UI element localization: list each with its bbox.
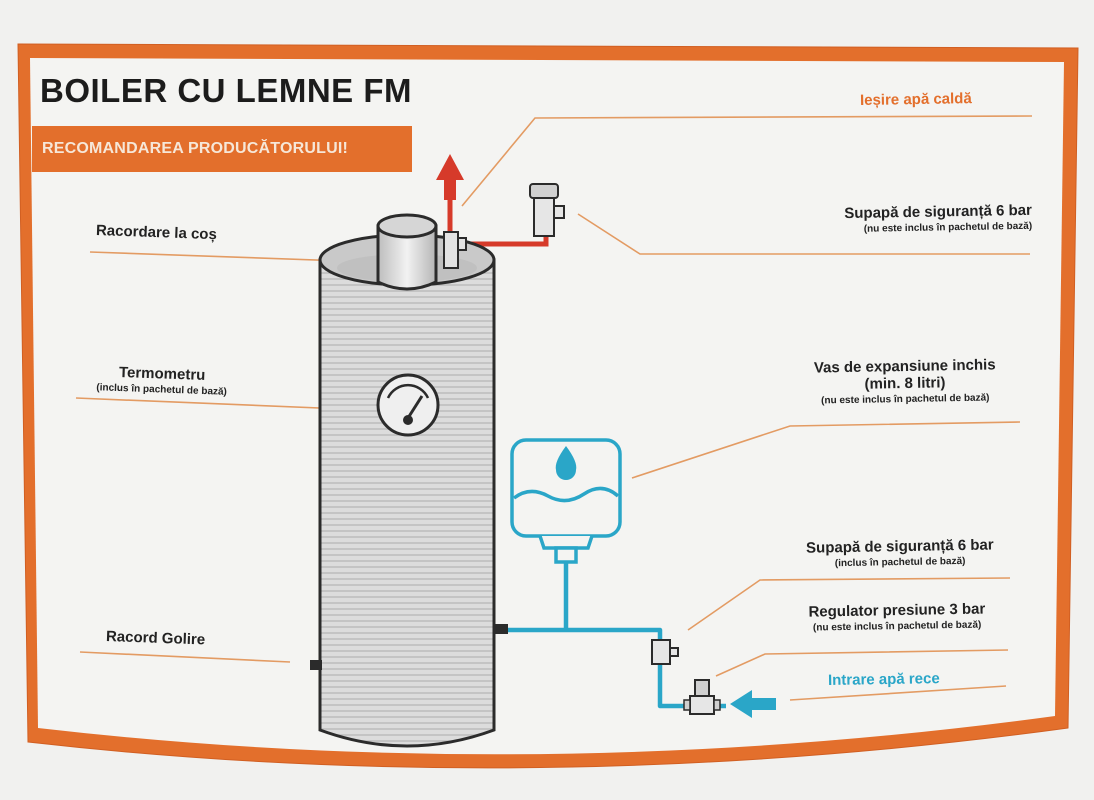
leader-outlet-hot	[461, 115, 1033, 207]
label-safety-valve-bottom: Supapă de siguranță 6 bar (inclus în pac…	[805, 536, 994, 570]
leader-expansion	[631, 421, 1021, 479]
arrow-left-icon	[730, 690, 776, 718]
pressure-regulator-shape	[683, 679, 721, 715]
expansion-vessel-shape	[510, 438, 622, 564]
top-fitting	[443, 231, 467, 269]
label-pressure-regulator: Regulator presiune 3 bar (nu este inclus…	[808, 600, 986, 634]
drain-stub	[310, 660, 322, 670]
label-safety-valve-top: Supapă de siguranță 6 bar (nu este inclu…	[844, 201, 1033, 235]
gauge-icon	[376, 373, 440, 437]
boiler-cylinder	[318, 233, 496, 748]
arrow-up-icon	[436, 154, 464, 200]
leader-inlet	[789, 685, 1007, 701]
leader-valve-bottom	[687, 577, 1011, 631]
leader-valve-top	[577, 213, 1030, 255]
leader-regulator	[715, 649, 1009, 677]
safety-valve-top-shape	[529, 183, 565, 237]
side-stub	[494, 624, 508, 634]
banner-text: RECOMANDAREA PRODUCĂTORULUI!	[42, 140, 349, 157]
label-outlet-hot: Ieșire apă caldă	[859, 90, 972, 109]
leader-drain	[79, 651, 291, 663]
page-title: BOILER CU LEMNE FM	[40, 72, 412, 109]
recommendation-banner: RECOMANDAREA PRODUCĂTORULUI!	[32, 126, 412, 172]
label-expansion-vessel: Vas de expansiune inchis (min. 8 litri) …	[813, 356, 996, 407]
label-inlet-cold: Intrare apă rece	[827, 670, 940, 689]
water-drop-icon	[555, 446, 577, 480]
cold-pipe	[494, 562, 726, 709]
label-drain: Racord Golire	[105, 628, 206, 649]
safety-valve-bottom-shape	[651, 639, 679, 665]
leader-lines	[75, 115, 1033, 701]
chimney-connector	[376, 213, 438, 291]
